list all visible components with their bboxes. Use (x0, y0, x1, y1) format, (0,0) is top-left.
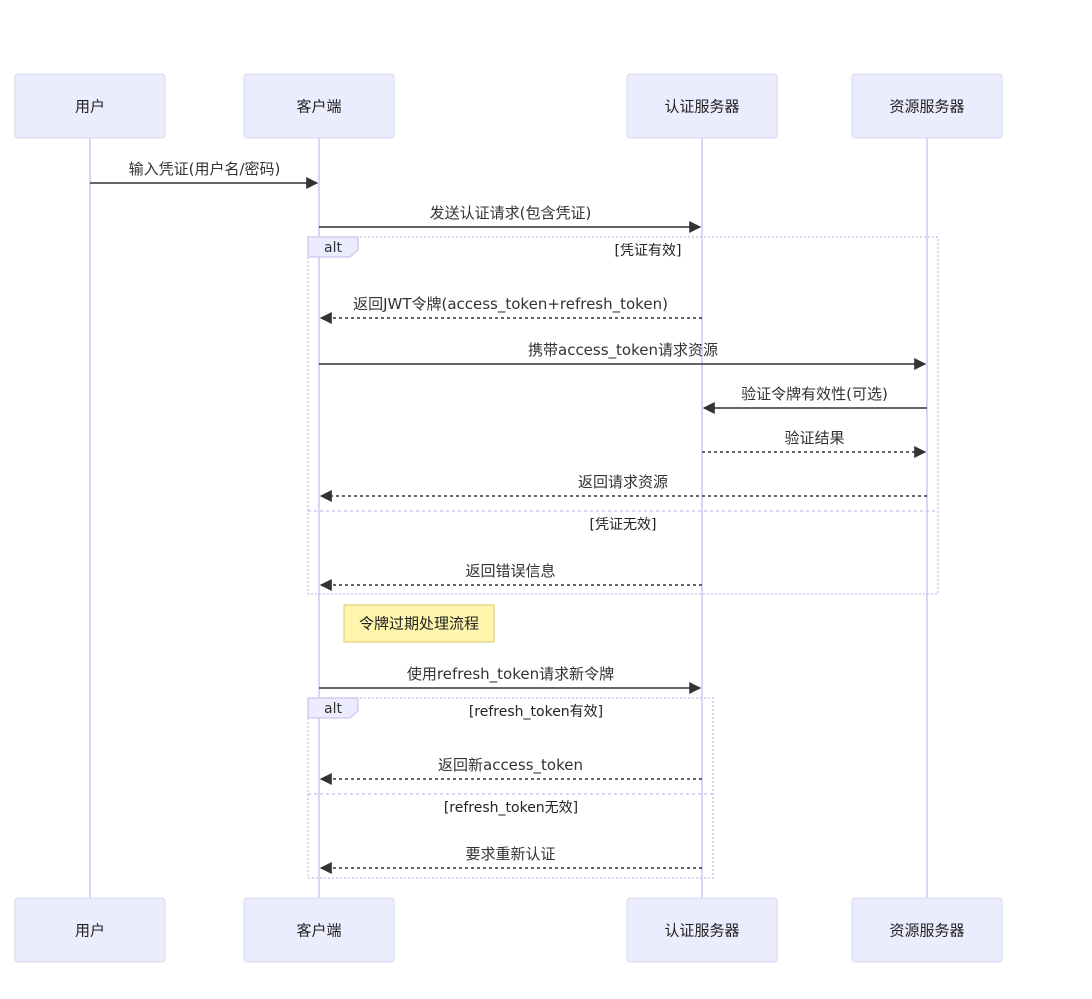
actor-bottom-2: 认证服务器 (626, 897, 778, 963)
actor-bottom-0: 用户 (14, 897, 166, 963)
message-8: 使用refresh_token请求新令牌 (319, 665, 702, 694)
message-label: 携带access_token请求资源 (528, 341, 718, 360)
actor-label: 认证服务器 (664, 98, 739, 116)
message-10: 要求重新认证 (319, 845, 702, 874)
note-box (343, 604, 495, 643)
message-6: 返回请求资源 (319, 473, 927, 502)
alt-keyword: alt (324, 240, 342, 256)
message-label: 返回请求资源 (578, 473, 668, 491)
actor-label: 资源服务器 (889, 922, 964, 940)
message-label: 返回JWT令牌(access_token+refresh_token) (353, 295, 668, 314)
alt-condition-1: [refresh_token无效] (444, 800, 578, 816)
alt-keyword: alt (324, 701, 342, 717)
message-5: 验证结果 (702, 429, 927, 458)
message-label: 使用refresh_token请求新令牌 (407, 665, 614, 684)
alt-frame-tab (307, 697, 359, 719)
message-label: 返回新access_token (438, 756, 583, 775)
actor-box (14, 73, 166, 139)
message-label: 返回错误信息 (465, 562, 555, 580)
actor-label: 客户端 (296, 98, 341, 116)
message-7: 返回错误信息 (319, 562, 702, 591)
actor-box (243, 897, 395, 963)
message-label: 发送认证请求(包含凭证) (430, 204, 592, 222)
actor-box (851, 73, 1003, 139)
actor-label: 资源服务器 (889, 98, 964, 116)
alt-condition-0: [凭证有效] (615, 243, 682, 259)
actor-label: 用户 (75, 98, 105, 116)
actor-box (626, 73, 778, 139)
actor-box (626, 897, 778, 963)
alt-frame-1: alt [refresh_token有效] [refresh_token无效] (307, 697, 714, 879)
message-label: 验证令牌有效性(可选) (741, 385, 888, 403)
actor-box (14, 897, 166, 963)
message-label: 输入凭证(用户名/密码) (129, 160, 281, 178)
alt-frame-border (307, 697, 714, 879)
actor-bottom-3: 资源服务器 (851, 897, 1003, 963)
message-9: 返回新access_token (319, 756, 702, 785)
note-text: 令牌过期处理流程 (359, 615, 479, 633)
actor-top-3: 资源服务器 (851, 73, 1003, 139)
message-label: 验证结果 (784, 429, 844, 447)
alt-condition-0: [refresh_token有效] (469, 704, 603, 720)
message-2: 返回JWT令牌(access_token+refresh_token) (319, 295, 702, 324)
actor-top-2: 认证服务器 (626, 73, 778, 139)
actor-top-1: 客户端 (243, 73, 395, 139)
actor-top-0: 用户 (14, 73, 166, 139)
message-label: 要求重新认证 (465, 845, 555, 863)
message-4: 验证令牌有效性(可选) (702, 385, 927, 414)
actor-bottom-1: 客户端 (243, 897, 395, 963)
note: 令牌过期处理流程 (343, 604, 495, 643)
actor-box (243, 73, 395, 139)
alt-frame-border (307, 236, 939, 595)
alt-condition-1: [凭证无效] (590, 517, 657, 533)
message-3: 携带access_token请求资源 (319, 341, 927, 370)
alt-frame-tab (307, 236, 359, 258)
actor-label: 认证服务器 (664, 922, 739, 940)
alt-frame-0: alt [凭证有效] [凭证无效] (307, 236, 939, 595)
message-1: 发送认证请求(包含凭证) (319, 204, 702, 233)
actor-label: 客户端 (296, 922, 341, 940)
actor-box (851, 897, 1003, 963)
actor-label: 用户 (75, 922, 105, 940)
message-0: 输入凭证(用户名/密码) (90, 160, 319, 189)
